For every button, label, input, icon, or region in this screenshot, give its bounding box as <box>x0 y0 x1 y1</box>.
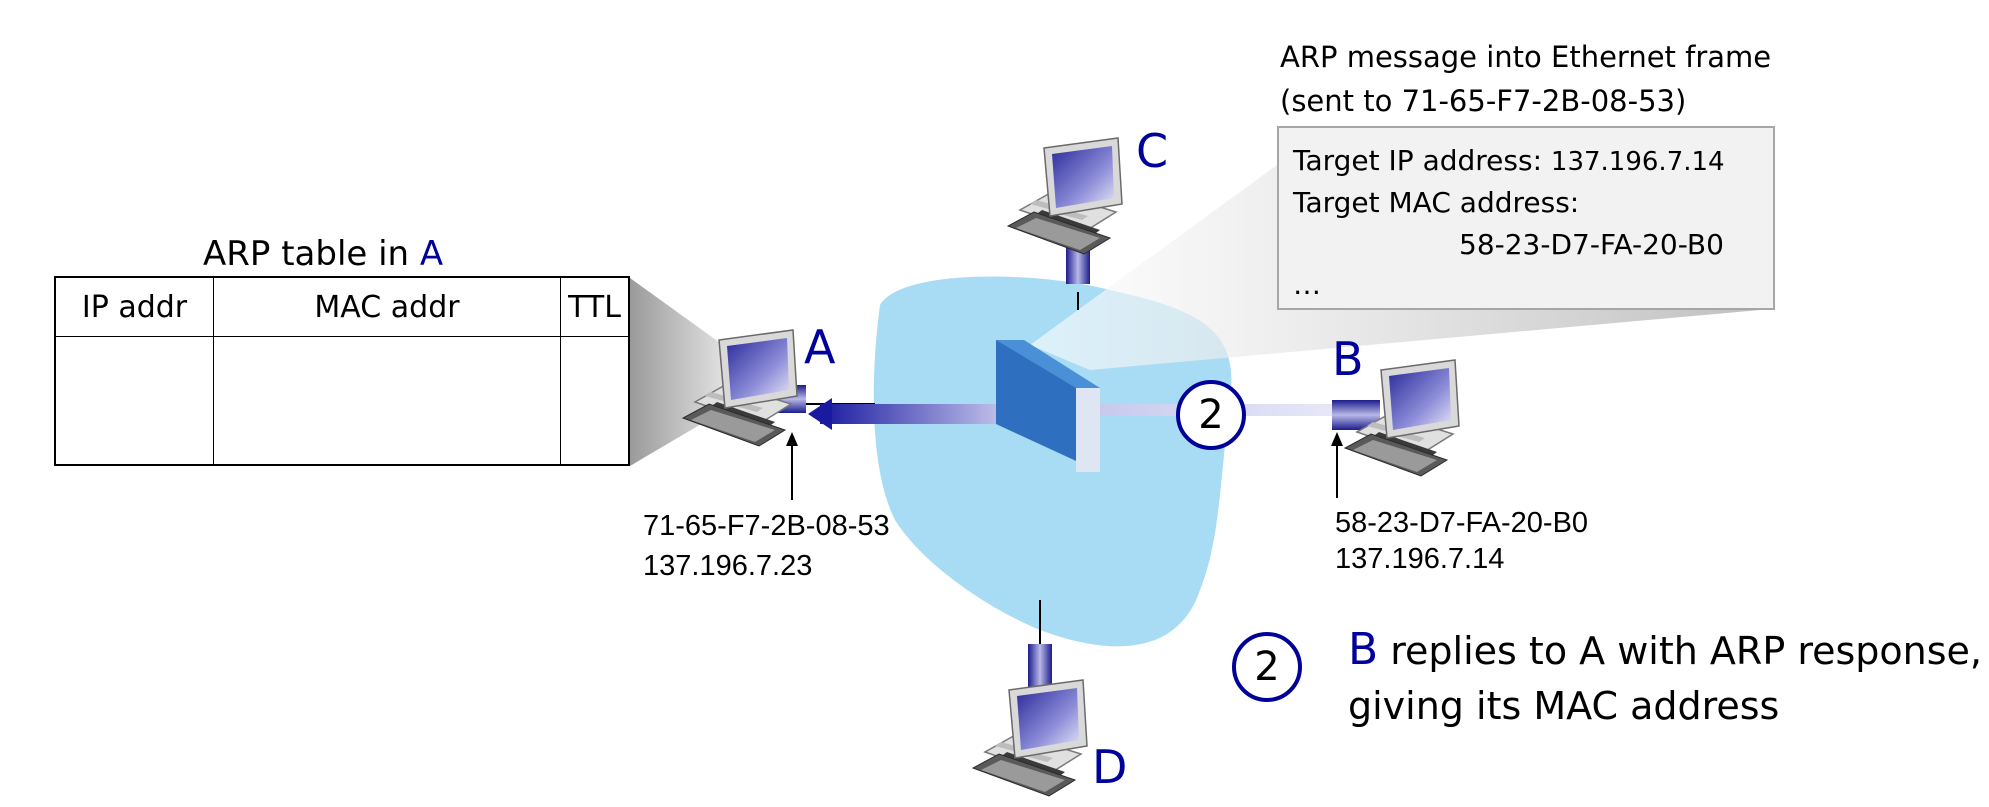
table-header-ttl: TTL <box>568 290 621 325</box>
step-description-line2: giving its MAC address <box>1348 684 1780 728</box>
arp-table: IP addr MAC addr TTL <box>54 276 630 466</box>
arp-table-title-node: A <box>419 234 444 274</box>
target-ip-label: Target IP address: <box>1293 144 1551 177</box>
computer-d-icon <box>972 679 1088 797</box>
computer-c-icon <box>1007 137 1123 255</box>
step-circle-legend: 2 <box>1232 632 1302 702</box>
step-subject: B <box>1348 624 1379 675</box>
node-label-b: B <box>1332 332 1364 386</box>
target-mac-value: 58-23-D7-FA-20-B0 <box>1459 228 1724 261</box>
table-callout <box>630 278 730 466</box>
node-a-mac: 71-65-F7-2B-08-53 <box>643 510 890 542</box>
table-divider <box>560 278 561 464</box>
node-label-d: D <box>1092 740 1128 794</box>
node-b-mac: 58-23-D7-FA-20-B0 <box>1335 507 1589 539</box>
arrow-icon <box>820 404 1010 424</box>
arp-table-title: ARP table in A <box>203 234 443 274</box>
table-divider <box>56 336 628 337</box>
target-ip-line: Target IP address: 137.196.7.14 <box>1293 144 1725 177</box>
message-caption-line2: (sent to 71-65-F7-2B-08-53) <box>1280 84 1687 118</box>
node-b-ip: 137.196.7.14 <box>1335 543 1505 575</box>
target-mac-label: Target MAC address: <box>1293 186 1580 219</box>
step-circle-diagram: 2 <box>1176 380 1246 450</box>
node-a-ip: 137.196.7.23 <box>643 550 813 582</box>
step-description-line1: B replies to A with ARP response, <box>1348 624 1982 675</box>
arp-table-title-prefix: ARP table in <box>203 234 420 274</box>
switch-icon <box>996 340 1100 472</box>
table-divider <box>213 278 214 464</box>
message-caption-line1: ARP message into Ethernet frame <box>1280 40 1772 74</box>
node-label-c: C <box>1136 124 1169 178</box>
table-header-ip: IP addr <box>81 290 188 325</box>
message-callout <box>1030 165 1760 370</box>
table-header-mac: MAC addr <box>314 290 460 325</box>
step-line1-rest: replies to A with ARP response, <box>1378 629 1982 673</box>
target-ip-value: 137.196.7.14 <box>1550 147 1725 177</box>
network-cloud <box>873 276 1232 647</box>
node-label-a: A <box>804 320 836 374</box>
message-ellipsis: … <box>1293 268 1321 301</box>
arp-message-box: Target IP address: 137.196.7.14 Target M… <box>1277 126 1775 310</box>
